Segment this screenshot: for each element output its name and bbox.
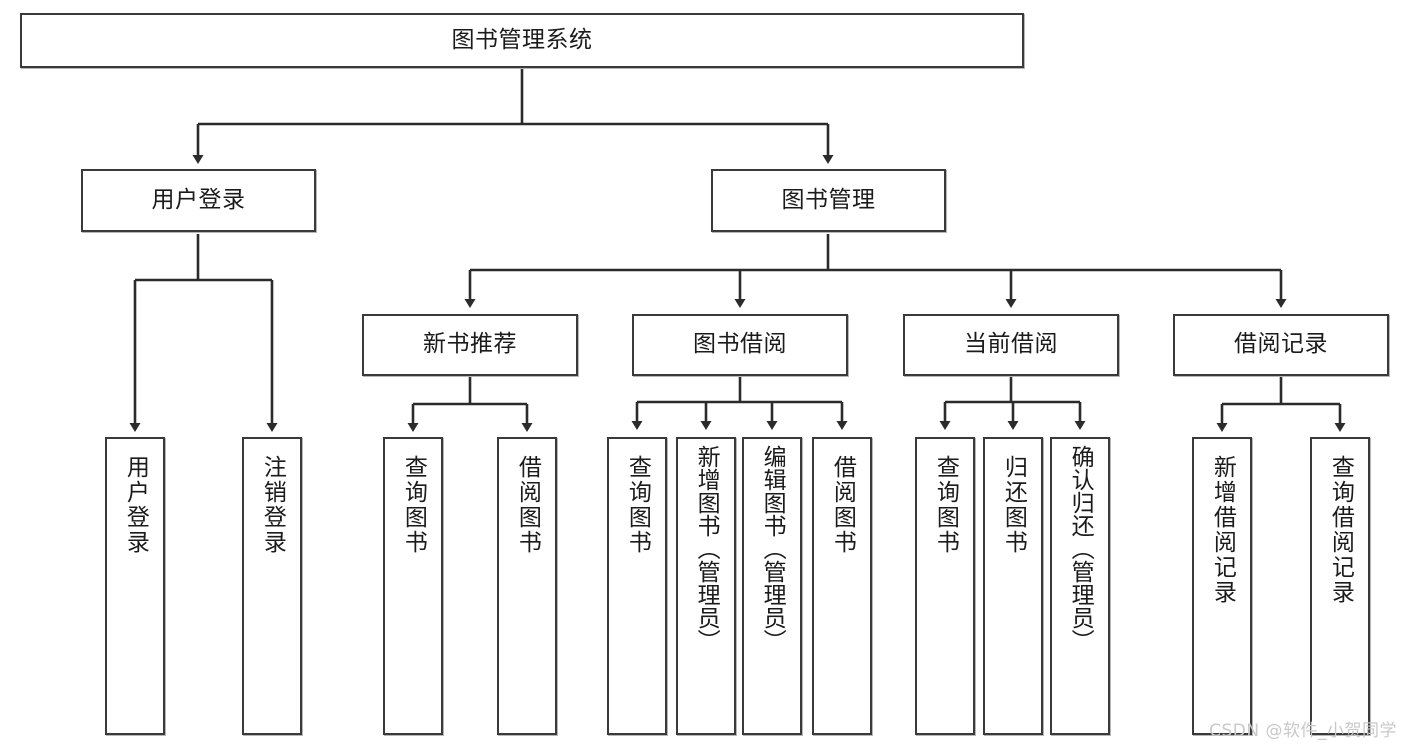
node-book-management[interactable]: 图书管理 <box>711 169 946 232</box>
node-leaf-logout-login[interactable]: 注销登录 <box>242 437 302 735</box>
csdn-watermark: CSDN @软件_小贺同学 <box>1209 721 1397 741</box>
node-label: 图书借阅 <box>693 331 787 358</box>
node-label: 借阅图书 <box>829 455 856 555</box>
node-user-login[interactable]: 用户登录 <box>81 169 316 232</box>
node-label: 用户登录 <box>122 455 149 555</box>
node-new-book-recommend[interactable]: 新书推荐 <box>362 314 578 376</box>
node-label: 编辑图书（管理员） <box>759 445 786 652</box>
node-label: 注销登录 <box>259 455 286 555</box>
node-label: 图书管理 <box>781 186 876 213</box>
node-leaf-edit-book[interactable]: 编辑图书（管理员） <box>742 437 802 735</box>
node-label: 查询借阅记录 <box>1327 455 1354 605</box>
node-root-system[interactable]: 图书管理系统 <box>20 13 1024 68</box>
node-leaf-add-book[interactable]: 新增图书（管理员） <box>676 437 736 735</box>
node-label: 新书推荐 <box>423 331 517 358</box>
node-label: 新增图书（管理员） <box>693 445 720 652</box>
node-label: 归还图书 <box>1000 455 1027 555</box>
node-label: 借阅记录 <box>1234 331 1328 358</box>
node-book-borrow[interactable]: 图书借阅 <box>632 314 848 376</box>
node-leaf-confirm-return[interactable]: 确认归还（管理员） <box>1050 437 1110 735</box>
node-leaf-return-book[interactable]: 归还图书 <box>983 437 1043 735</box>
node-leaf-query-book-1[interactable]: 查询图书 <box>383 437 443 735</box>
node-label: 确认归还（管理员） <box>1067 445 1094 652</box>
node-leaf-add-record[interactable]: 新增借阅记录 <box>1192 437 1252 735</box>
node-label: 查询图书 <box>400 455 427 555</box>
node-label: 查询图书 <box>624 455 651 555</box>
node-leaf-borrow-book-1[interactable]: 借阅图书 <box>497 437 557 735</box>
node-leaf-query-record[interactable]: 查询借阅记录 <box>1310 437 1370 735</box>
node-leaf-borrow-book-2[interactable]: 借阅图书 <box>812 437 872 735</box>
node-borrow-record[interactable]: 借阅记录 <box>1173 314 1389 376</box>
node-current-borrow[interactable]: 当前借阅 <box>903 314 1119 376</box>
node-leaf-query-book-2[interactable]: 查询图书 <box>607 437 667 735</box>
node-label: 当前借阅 <box>964 331 1058 358</box>
node-label: 图书管理系统 <box>451 26 593 53</box>
node-label: 借阅图书 <box>514 455 541 555</box>
node-label: 用户登录 <box>151 186 246 213</box>
node-leaf-query-book-3[interactable]: 查询图书 <box>915 437 975 735</box>
node-label: 新增借阅记录 <box>1209 455 1236 605</box>
node-leaf-user-login[interactable]: 用户登录 <box>105 437 165 735</box>
node-label: 查询图书 <box>932 455 959 555</box>
